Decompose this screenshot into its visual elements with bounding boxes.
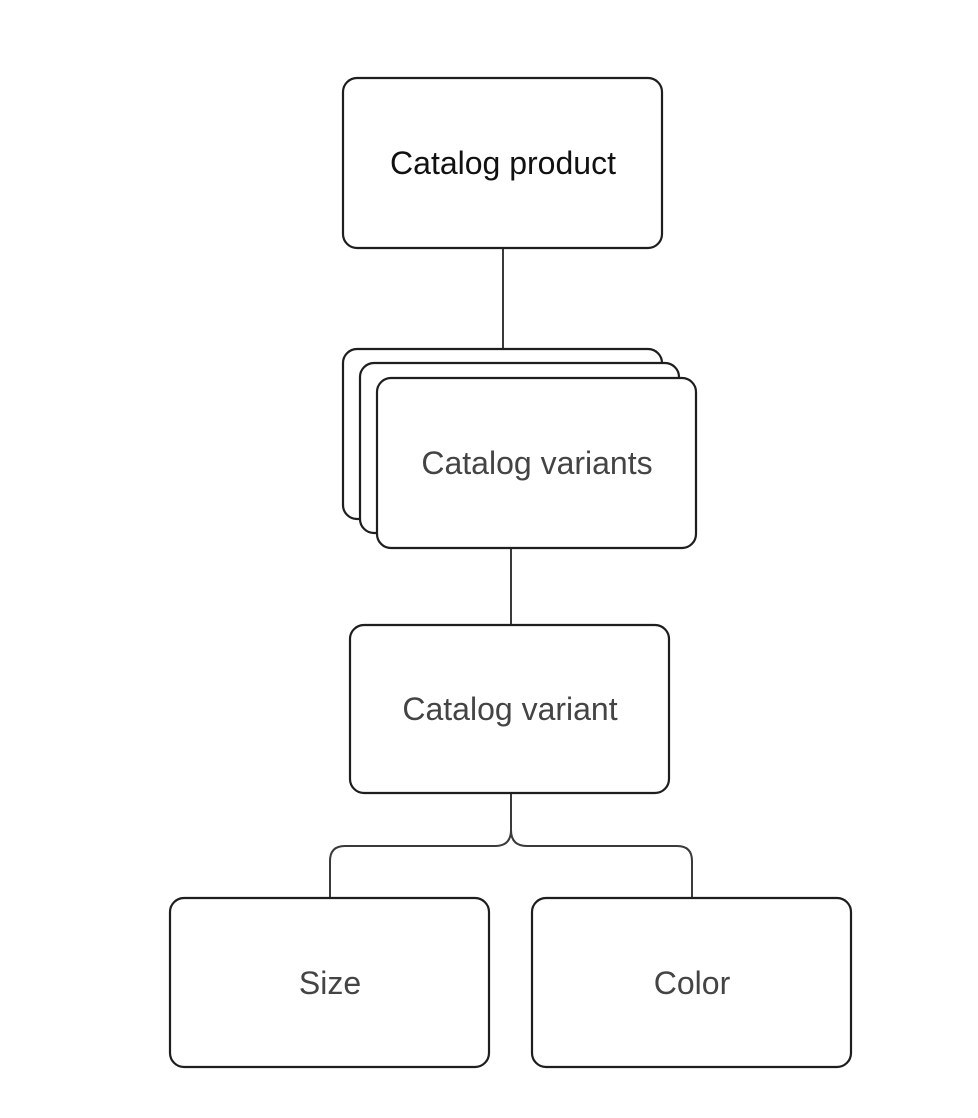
connector-variant-to-size bbox=[329, 793, 512, 898]
node-color[interactable]: Color bbox=[530, 896, 853, 1069]
node-size[interactable]: Size bbox=[168, 896, 491, 1069]
node-catalog-variants[interactable]: Catalog variants bbox=[341, 347, 698, 550]
connector-variant-to-color bbox=[510, 829, 693, 898]
node-catalog-variant-label: Catalog variant bbox=[402, 691, 617, 727]
node-catalog-variant[interactable]: Catalog variant bbox=[348, 623, 671, 795]
node-catalog-product[interactable]: Catalog product bbox=[341, 76, 664, 250]
node-color-label: Color bbox=[654, 965, 731, 1001]
node-size-label: Size bbox=[299, 965, 361, 1001]
node-catalog-product-label: Catalog product bbox=[390, 145, 616, 181]
node-catalog-variants-label: Catalog variants bbox=[421, 445, 652, 481]
stack-layer-front bbox=[375, 376, 698, 550]
